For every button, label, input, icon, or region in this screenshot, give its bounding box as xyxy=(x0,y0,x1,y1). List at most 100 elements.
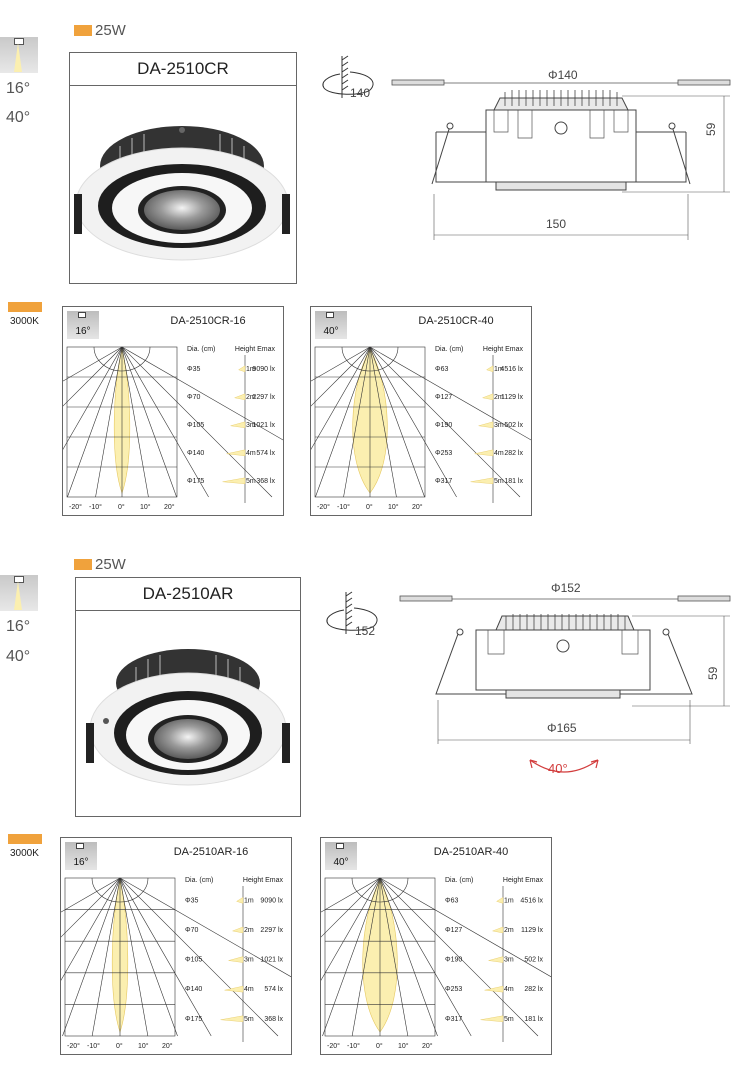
dimension-top: Φ140 xyxy=(548,68,578,82)
color-temp-swatch xyxy=(8,834,42,844)
rotation-cutout-icon xyxy=(326,591,378,634)
panel-title: DA-2510CR-16 xyxy=(170,315,246,327)
height-value: 4m xyxy=(504,986,514,993)
color-temp-tag: 3000K xyxy=(0,834,42,859)
cutout-size: 140 xyxy=(350,86,371,100)
rotation-cutout-icon xyxy=(322,55,374,98)
angle-tick-label: -10° xyxy=(337,503,350,511)
angle-tick-label: 20° xyxy=(164,503,175,511)
lux-value: 9090 lx xyxy=(260,897,283,904)
downlight-photo xyxy=(86,649,290,786)
product-photo-box: DA-2510AR xyxy=(75,577,301,817)
angle-tick-label: 10° xyxy=(388,503,399,511)
height-value: 3m xyxy=(246,422,256,429)
diameter-value: Φ35 xyxy=(185,897,198,904)
angle-tick-label: -10° xyxy=(89,503,102,511)
dimension-bottom: 150 xyxy=(546,217,567,231)
beam-cone xyxy=(224,985,244,993)
height-emax-header: Height Emax xyxy=(503,877,544,884)
wattage-label: 25W xyxy=(74,22,126,39)
diameter-value: Φ317 xyxy=(445,1016,462,1023)
diameter-value: Φ253 xyxy=(445,986,462,993)
diameter-header: Dia. (cm) xyxy=(445,877,473,884)
lux-value: 1129 lx xyxy=(521,927,544,934)
height-value: 2m xyxy=(246,394,256,401)
diameter-value: Φ140 xyxy=(187,450,204,457)
lux-value: 4516 lx xyxy=(520,897,543,904)
beam-angle-icon xyxy=(0,575,38,611)
lux-value: 1021 lx xyxy=(260,957,283,964)
angle-tick-label: -20° xyxy=(67,1042,80,1050)
diameter-value: Φ70 xyxy=(187,394,200,401)
diameter-value: Φ317 xyxy=(435,478,452,485)
beam-cone xyxy=(236,896,244,904)
diameter-value: Φ105 xyxy=(187,422,204,429)
diameter-header: Dia. (cm) xyxy=(185,877,213,884)
beam-cone xyxy=(226,449,246,457)
diameter-value: Φ35 xyxy=(187,366,200,373)
polar-grid xyxy=(63,346,283,498)
beam-cone xyxy=(486,365,494,373)
height-value: 3m xyxy=(504,957,514,964)
lux-value: 282 lx xyxy=(504,450,523,457)
beam-cone xyxy=(481,393,494,401)
wattage-swatch xyxy=(74,559,92,570)
panel-title: DA-2510AR-16 xyxy=(173,846,249,858)
angle-tick-label: 10° xyxy=(140,503,151,511)
height-emax-header: Height Emax xyxy=(243,877,284,884)
angle-tick-label: 0° xyxy=(116,1042,123,1050)
beam-cone xyxy=(484,985,504,993)
lux-value: 502 lx xyxy=(524,957,543,964)
diameter-value: Φ63 xyxy=(435,366,448,373)
height-value: 4m xyxy=(244,986,254,993)
lux-value: 181 lx xyxy=(524,1016,543,1023)
diameter-value: Φ190 xyxy=(435,422,452,429)
height-value: 5m xyxy=(244,1016,254,1023)
lux-value: 368 lx xyxy=(256,478,275,485)
beam-cone xyxy=(488,956,504,963)
angle-tick-label: 10° xyxy=(398,1042,409,1050)
diameter-header: Dia. (cm) xyxy=(435,346,463,353)
angle-tick-label: -20° xyxy=(69,503,82,511)
panel-title: DA-2510CR-40 xyxy=(418,315,494,327)
height-value: 3m xyxy=(494,422,504,429)
height-value: 1m xyxy=(494,366,504,373)
angle-tick-label: 0° xyxy=(118,503,125,511)
angle-tick-label: -20° xyxy=(317,503,330,511)
beam-angle-icon: 16° xyxy=(65,842,97,870)
lux-value: 2297 lx xyxy=(260,927,283,934)
dimension-height: 59 xyxy=(704,122,718,136)
beam-cone xyxy=(470,477,494,485)
beam-cone xyxy=(478,421,494,429)
cutout-size: 152 xyxy=(355,624,376,638)
lux-value: 181 lx xyxy=(504,478,523,485)
height-value: 1m xyxy=(246,366,256,373)
beam-angle-icon xyxy=(0,37,38,73)
diameter-value: Φ140 xyxy=(185,986,202,993)
height-value: 1m xyxy=(504,897,514,904)
beam-cone xyxy=(238,365,246,373)
angle-tick-label: 10° xyxy=(138,1042,149,1050)
diameter-value: Φ190 xyxy=(445,957,462,964)
beam-cone xyxy=(480,1015,504,1022)
height-value: 4m xyxy=(494,450,504,457)
beam-cone xyxy=(220,1015,244,1022)
lux-value: 1021 lx xyxy=(252,422,275,429)
color-temp-tag: 3000K xyxy=(0,302,42,327)
diameter-value: Φ105 xyxy=(185,957,202,964)
angle-tick-label: -20° xyxy=(327,1042,340,1050)
lux-value: 2297 lx xyxy=(252,394,275,401)
downlight-photo xyxy=(74,126,290,261)
technical-drawing xyxy=(399,595,731,773)
lux-value: 502 lx xyxy=(504,422,523,429)
beam-angle-option: 16° xyxy=(6,618,31,635)
beam-angle-option: 40° xyxy=(6,109,31,126)
height-emax-header: Height Emax xyxy=(235,346,276,353)
model-name: DA-2510AR xyxy=(76,578,300,611)
height-value: 5m xyxy=(504,1016,514,1023)
